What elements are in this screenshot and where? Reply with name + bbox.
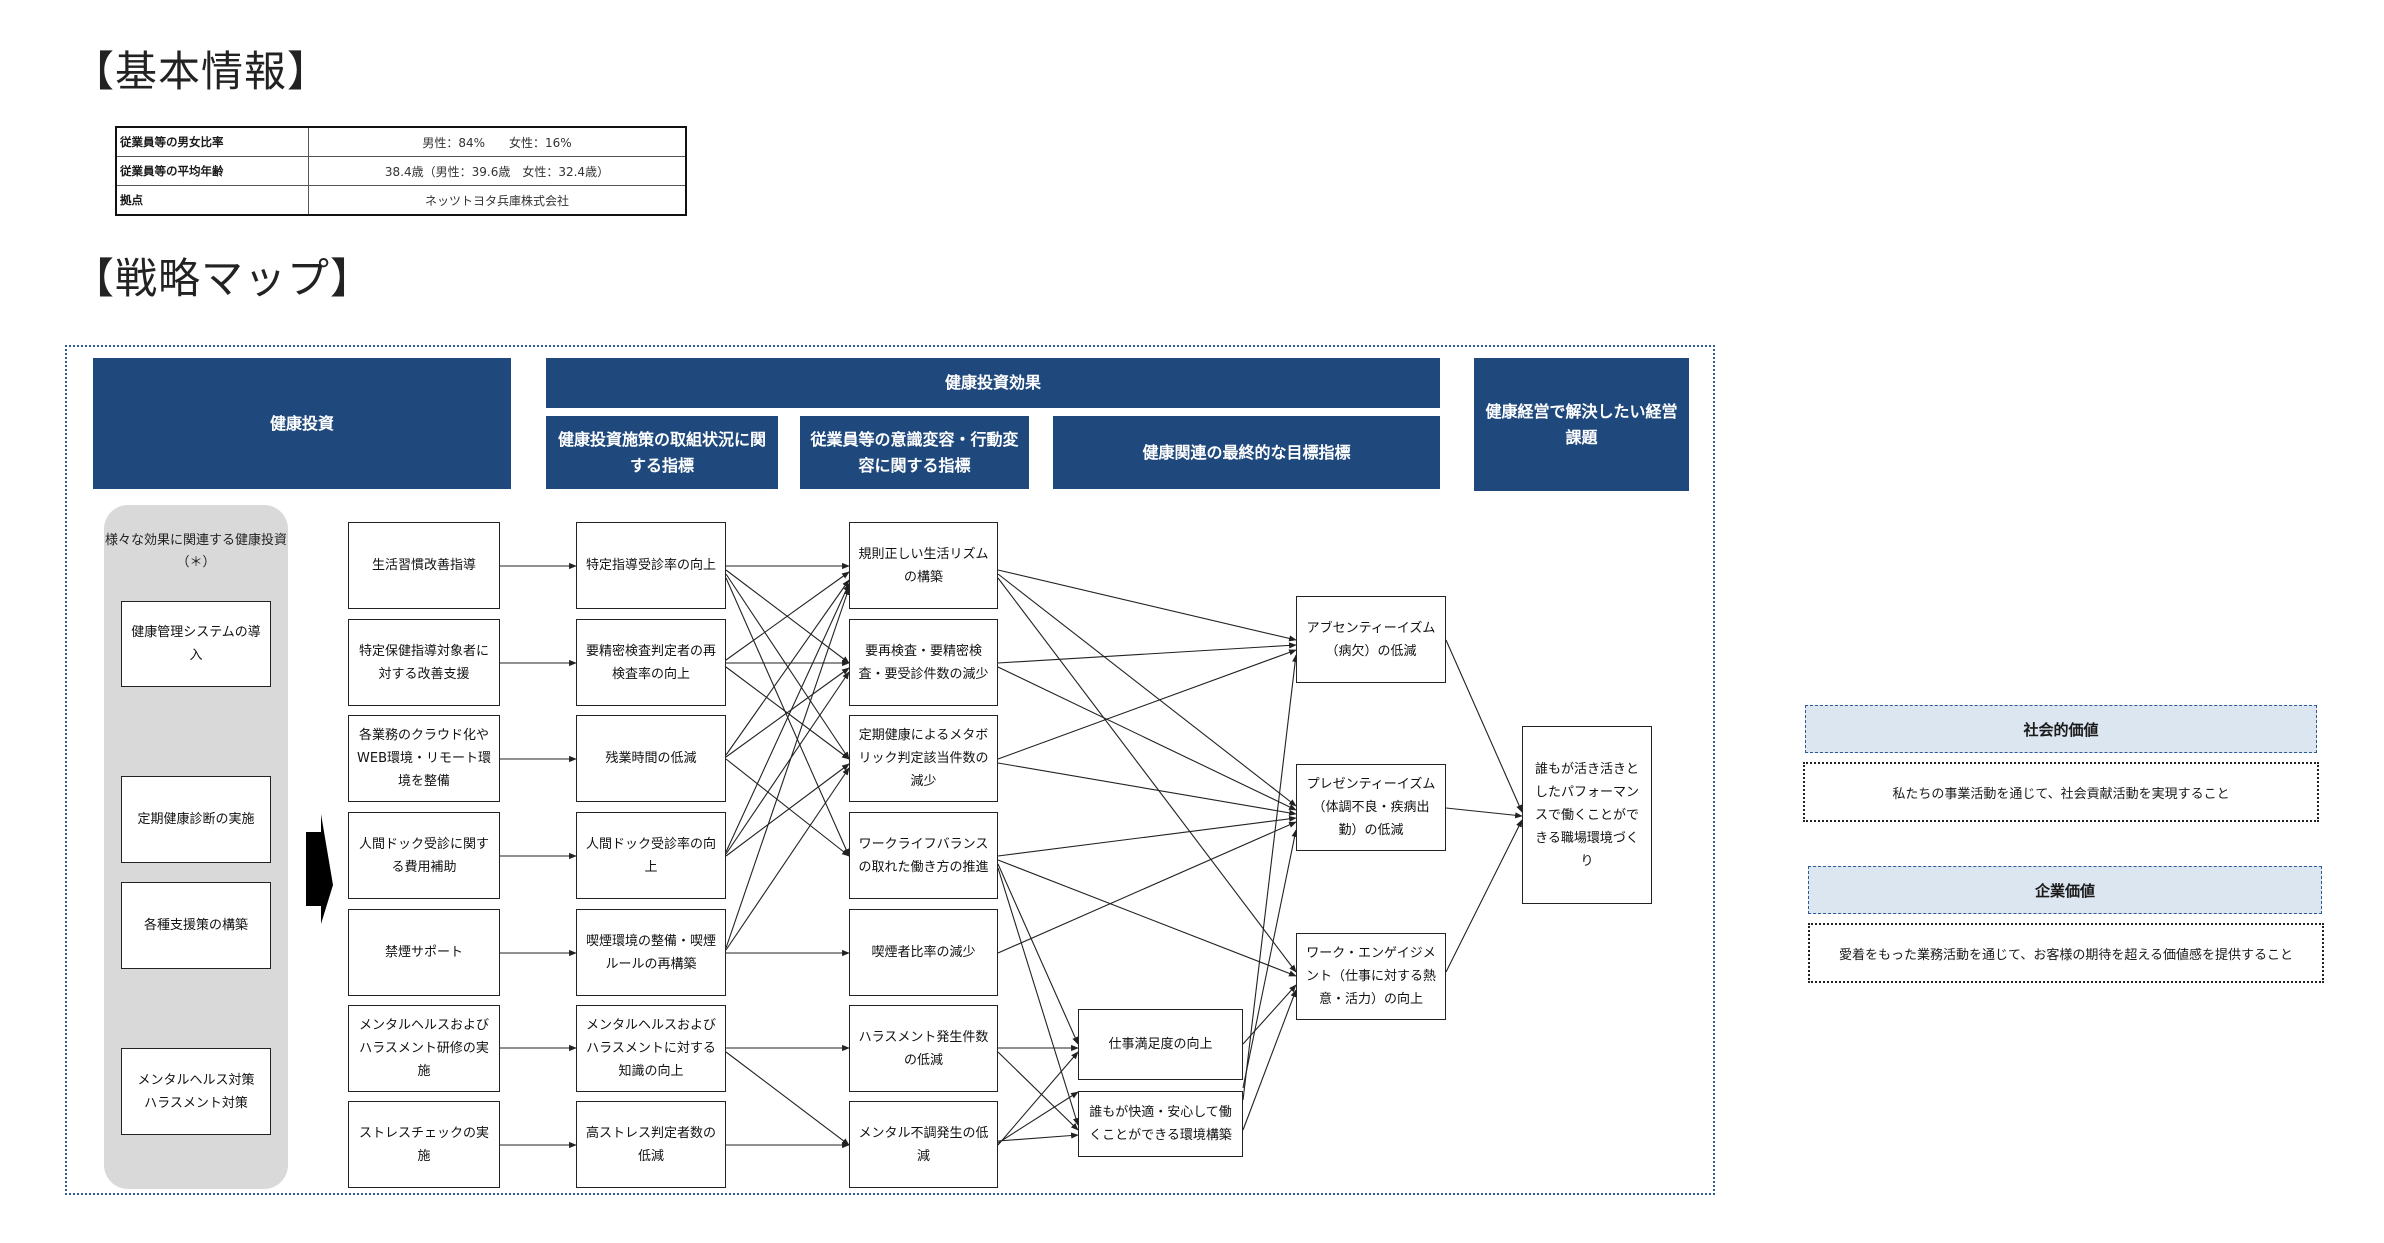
indicator-item: 残業時間の低減 xyxy=(576,715,726,802)
investment-item: 生活習慣改善指導 xyxy=(348,522,500,609)
investment-item: ストレスチェックの実施 xyxy=(348,1101,500,1188)
header-effect-sub3: 健康関連の最終的な目標指標 xyxy=(1053,416,1440,489)
corporate-value-title: 企業価値 xyxy=(1808,866,2322,914)
corporate-value-text: 愛着をもった業務活動を通じて、お客様の期待を超える価値感を提供すること xyxy=(1808,923,2324,983)
group-item: 定期健康診断の実施 xyxy=(121,776,271,863)
indicator-item: 高ストレス判定者数の低減 xyxy=(576,1101,726,1188)
strategy-map-frame xyxy=(65,345,1715,1195)
table-row: 拠点 ネッツトヨタ兵庫株式会社 xyxy=(115,185,687,216)
investment-item: メンタルヘルスおよびハラスメント研修の実施 xyxy=(348,1005,500,1092)
group-arrow xyxy=(306,814,333,924)
investment-item: 禁煙サポート xyxy=(348,909,500,996)
behavior-item: ハラスメント発生件数の低減 xyxy=(849,1005,998,1092)
final-issue: 誰もが活き活きとしたパフォーマンスで働くことができる職場環境づくり xyxy=(1522,726,1652,904)
social-value-title: 社会的価値 xyxy=(1805,705,2317,753)
strategy-map-title: 【戦略マップ】 xyxy=(72,254,374,303)
social-value-text: 私たちの事業活動を通じて、社会貢献活動を実現すること xyxy=(1803,762,2319,822)
mid-item: 誰もが快適・安心して働くことができる環境構築 xyxy=(1078,1091,1243,1157)
indicator-item: 特定指導受診率の向上 xyxy=(576,522,726,609)
row-label: 従業員等の平均年齢 xyxy=(115,156,309,186)
group-item: 各種支援策の構築 xyxy=(121,882,271,969)
behavior-item: 要再検査・要精密検査・要受診件数の減少 xyxy=(849,619,998,706)
investment-group-title: 様々な効果に関連する健康投資（＊） xyxy=(104,533,287,570)
behavior-item: 喫煙者比率の減少 xyxy=(849,909,998,996)
behavior-item: ワークライフバランスの取れた働き方の推進 xyxy=(849,812,998,899)
table-row: 従業員等の平均年齢 38.4歳（男性：39.6歳 女性：32.4歳） xyxy=(115,156,687,186)
indicator-item: 喫煙環境の整備・喫煙ルールの再構築 xyxy=(576,909,726,996)
behavior-item: 定期健康によるメタボリック判定該当件数の減少 xyxy=(849,715,998,802)
header-effect: 健康投資効果 xyxy=(546,358,1440,408)
investment-item: 各業務のクラウド化やWEB環境・リモート環境を整備 xyxy=(348,715,500,802)
header-investment: 健康投資 xyxy=(93,358,511,489)
indicator-item: 人間ドック受診率の向上 xyxy=(576,812,726,899)
goal-item: プレゼンティーイズム（体調不良・疾病出勤）の低減 xyxy=(1296,764,1446,851)
group-item: メンタルヘルス対策 ハラスメント対策 xyxy=(121,1048,271,1135)
header-issue: 健康経営で解決したい経営課題 xyxy=(1474,358,1689,491)
investment-item: 人間ドック受診に関する費用補助 xyxy=(348,812,500,899)
basic-info-title: 【基本情報】 xyxy=(72,47,331,96)
group-item: 健康管理システムの導入 xyxy=(121,601,271,687)
mid-item: 仕事満足度の向上 xyxy=(1078,1009,1243,1080)
behavior-item: 規則正しい生活リズムの構築 xyxy=(849,522,998,609)
behavior-item: メンタル不調発生の低減 xyxy=(849,1101,998,1188)
investment-item: 特定保健指導対象者に対する改善支援 xyxy=(348,619,500,706)
header-effect-sub1: 健康投資施策の取組状況に関する指標 xyxy=(546,416,778,489)
indicator-item: 要精密検査判定者の再検査率の向上 xyxy=(576,619,726,706)
indicator-item: メンタルヘルスおよびハラスメントに対する知識の向上 xyxy=(576,1005,726,1092)
row-value: 38.4歳（男性：39.6歳 女性：32.4歳） xyxy=(308,156,687,186)
goal-item: ワーク・エンゲイジメント（仕事に対する熱意・活力）の向上 xyxy=(1296,933,1446,1020)
basic-info-table: 従業員等の男女比率 男性：84% 女性：16% 従業員等の平均年齢 38.4歳（… xyxy=(115,126,687,216)
row-value: ネッツトヨタ兵庫株式会社 xyxy=(308,185,687,216)
header-effect-sub2: 従業員等の意識変容・行動変容に関する指標 xyxy=(800,416,1029,489)
goal-item: アブセンティーイズム（病欠）の低減 xyxy=(1296,596,1446,683)
